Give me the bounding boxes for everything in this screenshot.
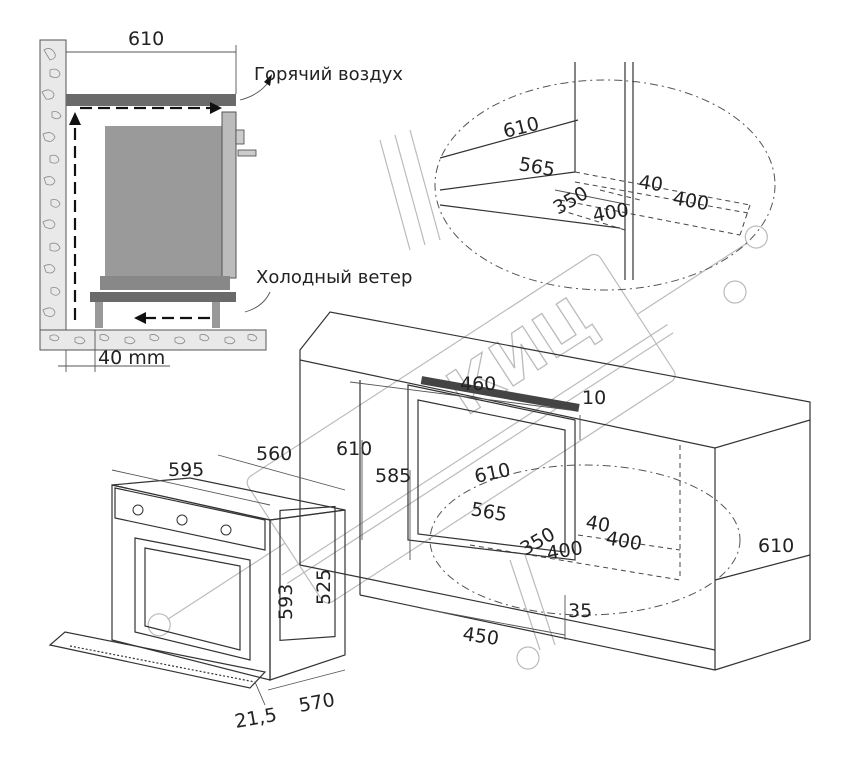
detail-view: 610 565 40 400 350 400 xyxy=(434,62,776,291)
oven-570-label: 570 xyxy=(297,689,337,717)
hot-air-label: Горячий воздух xyxy=(254,64,403,85)
cab-10-label: 10 xyxy=(582,387,606,409)
detail-565-label: 565 xyxy=(517,153,557,181)
cab-depth-610-label: 610 xyxy=(472,459,512,488)
cabinet-diagram: 460 10 610 585 610 565 40 400 350 400 61… xyxy=(299,311,811,671)
cold-air-label: Холодный ветер xyxy=(256,267,412,288)
detail-610-label: 610 xyxy=(501,113,542,143)
oven-21-5-label: 21,5 xyxy=(233,704,278,733)
cab-side-610-label: 610 xyxy=(758,535,794,557)
cab-400a-label: 400 xyxy=(604,527,644,555)
vent-gap-label: 40 mm xyxy=(98,347,165,369)
cab-450-label: 450 xyxy=(461,623,500,650)
cab-585-label: 585 xyxy=(375,465,411,487)
cab-depth-565-label: 565 xyxy=(469,498,509,526)
oven-560-label: 560 xyxy=(256,443,292,465)
detail-40-label: 40 xyxy=(637,171,664,196)
cab-40-label: 40 xyxy=(584,511,612,537)
oven-595-label: 595 xyxy=(168,459,204,481)
cab-35-label: 35 xyxy=(568,600,592,622)
vent-width-label: 610 xyxy=(128,28,164,50)
oven-525-label: 525 xyxy=(313,569,335,605)
ventilation-diagram: 610 40 mm Горячий воздух Холодный ветер xyxy=(39,28,412,372)
cab-610-label: 610 xyxy=(336,438,372,460)
oven-593-label: 593 xyxy=(275,584,297,620)
cab-460-label: 460 xyxy=(460,373,496,395)
oven-diagram: 595 560 593 525 21,5 570 xyxy=(48,443,346,733)
detail-400a-label: 400 xyxy=(671,187,711,215)
